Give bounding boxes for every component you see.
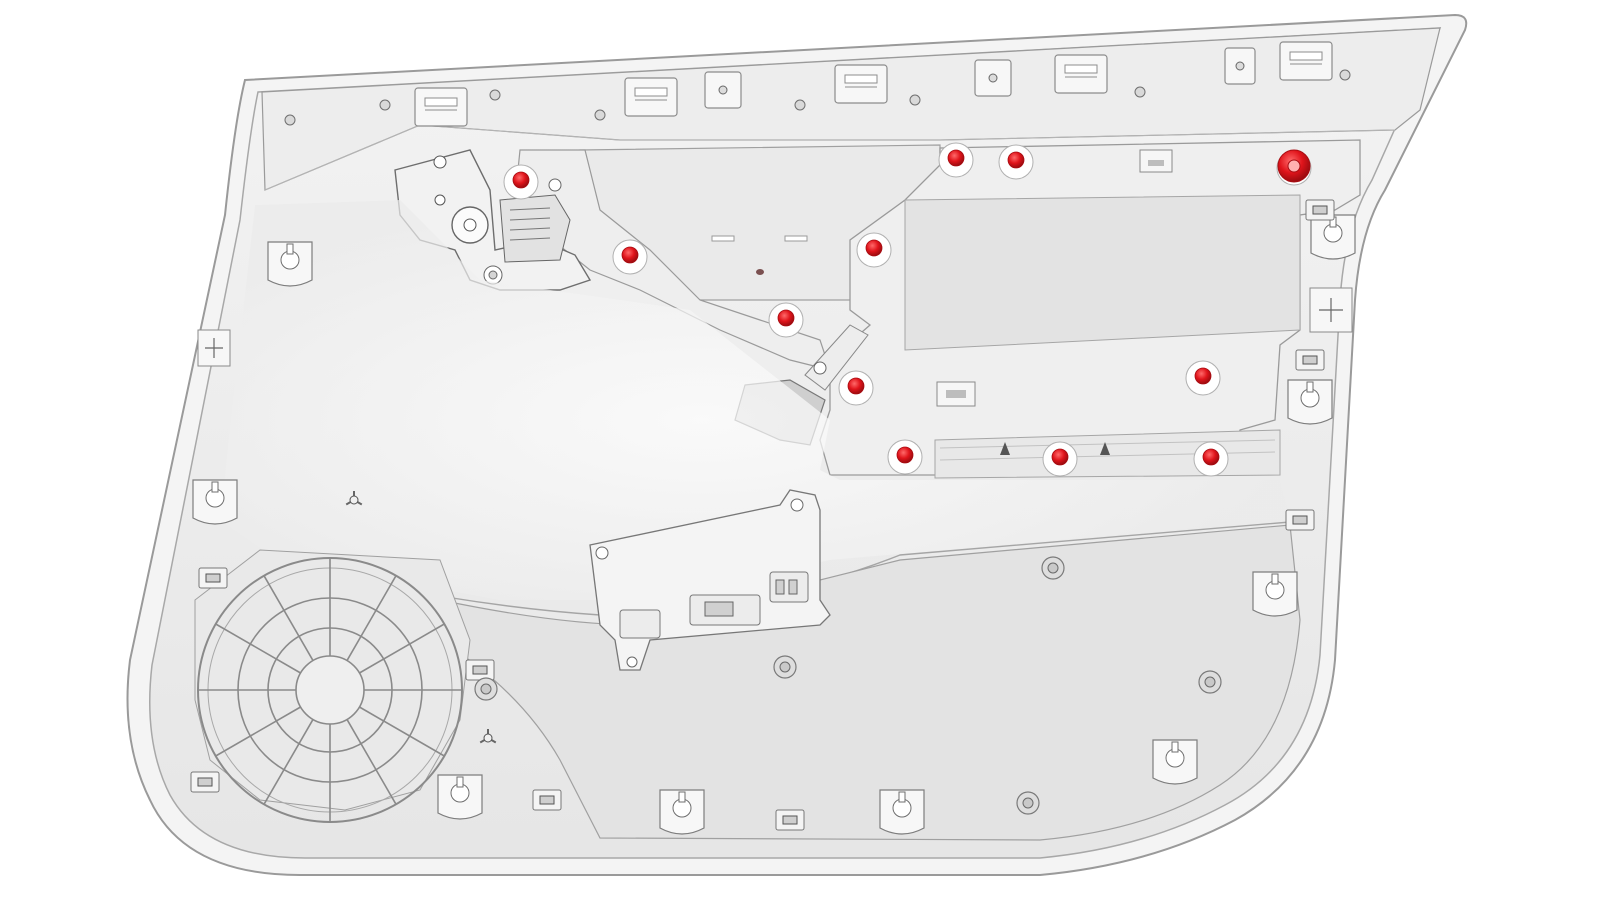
rail-clip-tab — [834, 64, 888, 104]
trim-clip-icon — [659, 789, 705, 835]
rail-screw-hole — [794, 99, 806, 111]
red-screw-icon — [938, 142, 974, 178]
rail-screw-hole — [1339, 69, 1351, 81]
connector-icon — [1285, 509, 1315, 531]
rail-clip-tab — [414, 87, 468, 127]
connector-icon — [198, 567, 228, 589]
speaker-grille-icon — [194, 549, 471, 823]
red-screw-icon — [1193, 441, 1229, 477]
speaker-spoke — [346, 719, 397, 805]
highlighted-fasteners — [503, 142, 1312, 477]
rail-clip-tab — [1279, 41, 1333, 81]
speaker-spoke — [263, 575, 314, 661]
latch-mechanism — [394, 149, 592, 291]
connector-icon — [1295, 349, 1325, 371]
speaker-spoke — [215, 623, 301, 674]
speaker-spoke — [359, 623, 445, 674]
connector-icon — [1305, 199, 1335, 221]
trim-clip-icon — [1252, 571, 1298, 617]
rail-screw-hole — [489, 89, 501, 101]
push-pin-icon — [345, 491, 363, 506]
rail-clip-tab — [1224, 47, 1256, 85]
trim-clip-icon — [1152, 739, 1198, 785]
trim-clip-icon — [437, 774, 483, 820]
trim-clip-icon — [1287, 379, 1333, 425]
trim-clip-icon — [1310, 214, 1356, 260]
red-screw-icon — [1185, 360, 1221, 396]
inner-surface — [220, 200, 1290, 600]
perimeter-clips — [190, 199, 1356, 835]
trim-clip-icon — [879, 789, 925, 835]
rail-screw-hole — [594, 109, 606, 121]
red-screw-icon — [1042, 441, 1078, 477]
red-screw-icon — [503, 164, 539, 200]
round-stud — [1198, 670, 1222, 694]
round-stud — [773, 655, 797, 679]
speaker-spoke — [346, 575, 397, 661]
connector-icon — [465, 659, 495, 681]
trim-clip-icon — [267, 241, 313, 287]
rail-clip-tab — [974, 59, 1012, 97]
red-screw-icon — [887, 439, 923, 475]
switch-pack-bracket — [589, 489, 831, 671]
rail-clip-tab — [624, 77, 678, 117]
connector-icon — [190, 771, 220, 793]
armrest-bracket — [819, 139, 1361, 479]
round-studs — [474, 556, 1222, 815]
push-pin-icon — [479, 729, 497, 744]
rail-screw-hole — [379, 99, 391, 111]
connector-icon — [775, 809, 805, 831]
speaker-spoke — [263, 719, 314, 805]
trim-clip-icon — [192, 479, 238, 525]
red-screw-icon — [856, 232, 892, 268]
speaker-spoke — [359, 706, 445, 757]
side-connector — [197, 287, 1353, 367]
red-screw-icon — [838, 370, 874, 406]
red-screw-icon — [768, 302, 804, 338]
red-screw-icon — [998, 144, 1034, 180]
rail-screw-hole — [284, 114, 296, 126]
round-stud — [474, 677, 498, 701]
connector-icon — [532, 789, 562, 811]
round-stud — [1016, 791, 1040, 815]
top-clip-tabs — [284, 41, 1351, 127]
rail-clip-tab — [704, 71, 742, 109]
lower-pocket — [439, 524, 1301, 841]
round-stud — [1041, 556, 1065, 580]
speaker-spoke — [215, 706, 301, 757]
red-screw-icon — [612, 239, 648, 275]
rail-clip-tab — [1054, 54, 1108, 94]
red-screw-icon — [1277, 149, 1311, 183]
rail-screw-hole — [1134, 86, 1146, 98]
rail-screw-hole — [909, 94, 921, 106]
top-rail — [261, 27, 1441, 191]
